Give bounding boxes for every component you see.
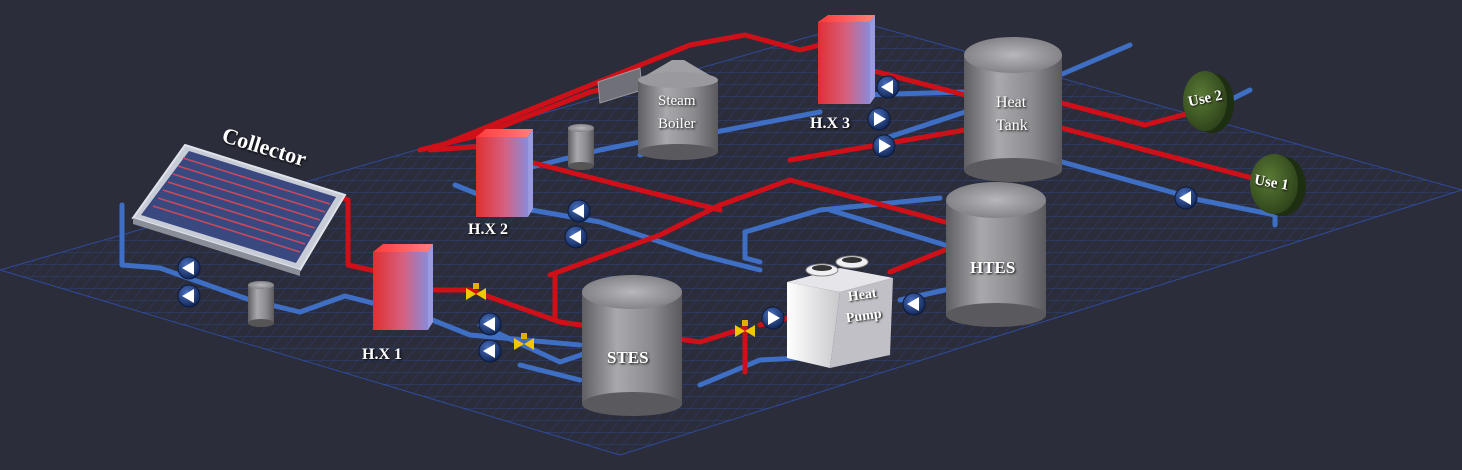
hx1-label: H.X 1	[362, 346, 402, 363]
small-tank-1	[248, 281, 274, 327]
steam-boiler	[597, 60, 718, 160]
use-1-disc	[1250, 154, 1306, 216]
floor-grid-edge	[0, 21, 1462, 456]
htes-label: HTES	[970, 258, 1016, 277]
pump-icon	[478, 339, 502, 363]
heat-exchanger-2	[476, 129, 533, 217]
htes-tank	[946, 182, 1046, 327]
pump-icon	[567, 199, 591, 223]
pump-icon	[902, 292, 926, 316]
hx2-label: H.X 2	[468, 221, 508, 238]
valve-2	[514, 333, 534, 350]
heat-pump	[787, 255, 893, 368]
pump-icon	[876, 75, 900, 99]
hx3-label: H.X 3	[810, 115, 850, 132]
valve-3	[735, 320, 755, 337]
pump-icon	[177, 284, 201, 308]
pump-icon	[761, 306, 785, 330]
heat-tank-label-line1: Heat	[996, 94, 1027, 111]
heat-tank-label-line2: Tank	[996, 117, 1028, 134]
pump-icon	[867, 107, 891, 131]
small-tank-2	[568, 124, 594, 170]
pump-icon	[872, 134, 896, 158]
use-2-disc	[1183, 71, 1234, 133]
steam-boiler-label-line1: Steam	[658, 93, 696, 109]
heat-exchanger-1	[373, 244, 433, 330]
solar-collector	[131, 143, 347, 276]
stes-tank	[582, 275, 682, 416]
heat-exchanger-3	[818, 15, 875, 104]
pump-icon	[478, 312, 502, 336]
pump-icon	[564, 225, 588, 249]
steam-boiler-label-line2: Boiler	[658, 116, 696, 132]
floor-grid	[0, 22, 1462, 455]
pump-icon	[1174, 186, 1198, 210]
valve-1	[466, 283, 486, 300]
pump-icons	[177, 75, 1198, 363]
pump-icon	[177, 256, 201, 280]
stes-label: STES	[607, 348, 649, 367]
heat-tank	[964, 37, 1062, 182]
